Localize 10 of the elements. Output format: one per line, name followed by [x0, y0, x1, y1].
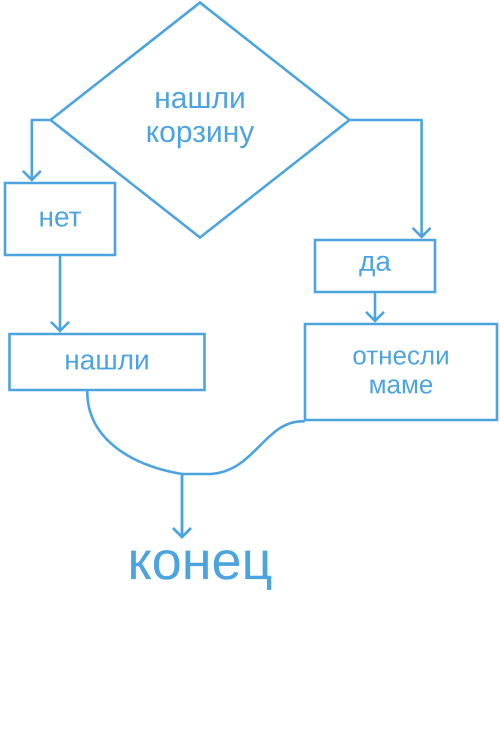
process-box: нашли [8, 332, 206, 392]
arrow [350, 118, 432, 239]
arrow [50, 255, 70, 333]
end-label: конец [131, 550, 272, 590]
arrow [172, 420, 305, 539]
arrow [365, 292, 385, 323]
process-box: да [314, 238, 436, 294]
process-box: отнесли маме [304, 322, 498, 422]
arrow [22, 118, 50, 182]
process-box: нет [4, 182, 116, 256]
